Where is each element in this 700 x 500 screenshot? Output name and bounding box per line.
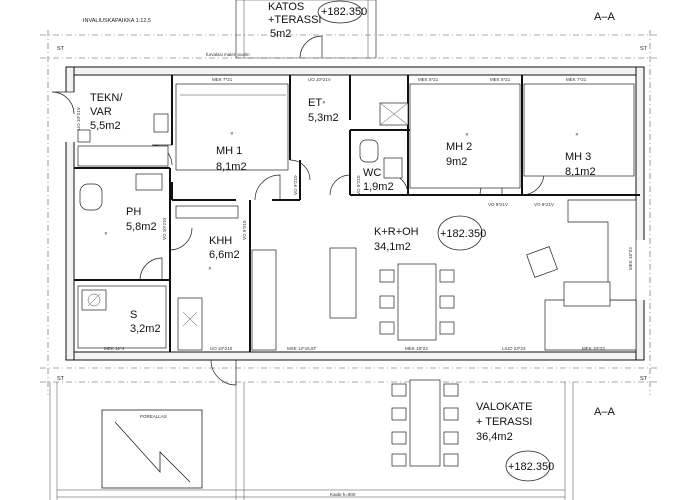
- valokate-name: VALOKATE: [476, 401, 532, 413]
- mh3-name: MH 3: [565, 151, 591, 163]
- svg-text:✕: ✕: [104, 231, 108, 236]
- valokate-area: 36,4m2: [476, 431, 513, 443]
- level-center: +182.350: [440, 228, 486, 240]
- st-bottom-right: ST: [640, 376, 648, 382]
- porealtas-note: POREALLAS: [140, 414, 167, 419]
- level-top: +182.350: [321, 6, 367, 18]
- ph-area: 5,8m2: [126, 221, 157, 233]
- ph-name: PH: [126, 206, 141, 218]
- window-mek-7-21-a: MEK 7*21: [212, 77, 233, 82]
- furniture-dining: [379, 263, 455, 341]
- hot-tub: [101, 409, 203, 489]
- window-mek-5-21-b: MEK 5*21: [490, 77, 511, 82]
- door-vo-9-210-c: VO 9*210: [356, 175, 361, 195]
- wc-name: WC: [363, 167, 381, 179]
- scale-note: INVALIUSKAPAIKKA 1:12,5: [83, 18, 151, 24]
- outer-walls: [60, 66, 648, 361]
- text-labels: INVALIUSKAPAIKKA 1:12,5 A–A A–A KATOS +T…: [57, 1, 648, 497]
- tekn-name: TEKN/: [90, 92, 123, 104]
- furniture-tekn: [77, 113, 169, 143]
- mh2-name: MH 2: [446, 141, 472, 153]
- kaide-note: Kaide h=900: [330, 492, 356, 497]
- svg-text:✕: ✕: [208, 266, 212, 271]
- window-mek-12-4: MEK 12*4: [104, 346, 125, 351]
- mh2-area: 9m2: [446, 156, 467, 168]
- sauna-area: 3,2m2: [130, 323, 161, 335]
- tekn-name2: VAR: [90, 106, 112, 118]
- svg-text:✕: ✕: [575, 132, 579, 137]
- svg-text:✕: ✕: [322, 100, 326, 105]
- terrace-table: [391, 379, 459, 467]
- st-top-left: ST: [57, 46, 65, 52]
- door-uo-10-21v: UO 10*21V: [308, 77, 331, 82]
- section-mark-bottom: A–A: [594, 406, 615, 418]
- kroh-area: 34,1m2: [374, 241, 411, 253]
- window-mek-7-21-b: MEK 7*21: [566, 77, 587, 82]
- door-vo-10-210: VO 10*210: [162, 217, 167, 240]
- door-uo-10-21v-side: UO 10*21V: [76, 107, 81, 130]
- khh-name: KHH: [209, 235, 232, 247]
- interior-walls: [74, 75, 640, 352]
- katos-name: KATOS: [268, 1, 304, 13]
- furniture-bathroom: [77, 139, 403, 349]
- sauna-name: S: [130, 309, 137, 321]
- mh1-name: MH 1: [216, 145, 242, 157]
- st-bottom-left: ST: [57, 376, 65, 382]
- mh1-area: 8,1m2: [216, 161, 247, 173]
- furniture-beds: [175, 83, 635, 189]
- st-top-right: ST: [640, 46, 648, 52]
- window-mek-16-23: MEK 16*23: [628, 247, 633, 270]
- ceiling-markers: ✕ ✕ ✕ ✕ ✕ ✕: [104, 100, 579, 271]
- door-uo-10-210: UO 10*210: [210, 346, 233, 351]
- et-area: 5,3m2: [308, 112, 339, 124]
- khh-area: 6,6m2: [209, 249, 240, 261]
- door-vo-9-210-a: VO 9*210: [293, 175, 298, 195]
- door-mse-12-15: MSE 12*15,5T: [287, 346, 317, 351]
- window-mek-5-21: MEK 5*21: [418, 77, 439, 82]
- window-mek-18-23: MEK 18*23: [405, 346, 428, 351]
- et-name: ET: [308, 97, 322, 109]
- svg-text:✕: ✕: [465, 132, 469, 137]
- section-mark-top: A–A: [594, 11, 615, 23]
- katos-area: 5m2: [270, 28, 291, 40]
- mh3-area: 8,1m2: [565, 166, 596, 178]
- wc-area: 1,9m2: [363, 181, 394, 193]
- door-liuo-23-23: LIUO 23*23: [502, 346, 526, 351]
- door-vo-9-210-b: VO 9*210: [242, 220, 247, 240]
- ylaslaatta-note: furvalasi maleri puolin: [206, 52, 250, 57]
- katos-area: [235, 0, 377, 59]
- kroh-name: K+R+OH: [374, 226, 419, 238]
- door-vo-9-21v-a: VO 9*21V: [488, 202, 508, 207]
- axis-lines: [40, 0, 660, 500]
- furniture-living: [526, 199, 637, 351]
- level-bottom: +182.350: [508, 461, 554, 473]
- window-mek-10-23: MEK 10*23: [582, 346, 605, 351]
- furniture-wardrobes: [175, 102, 409, 219]
- svg-text:✕: ✕: [230, 131, 234, 136]
- tekn-area: 5,5m2: [90, 120, 121, 132]
- furniture-kitchen: [177, 247, 357, 351]
- valokate-name2: + TERASSI: [476, 416, 532, 428]
- katos-name2: +TERASSI: [268, 14, 322, 26]
- door-vo-9-21v-b: VO 9*21V: [534, 202, 554, 207]
- level-markers: [317, 0, 551, 482]
